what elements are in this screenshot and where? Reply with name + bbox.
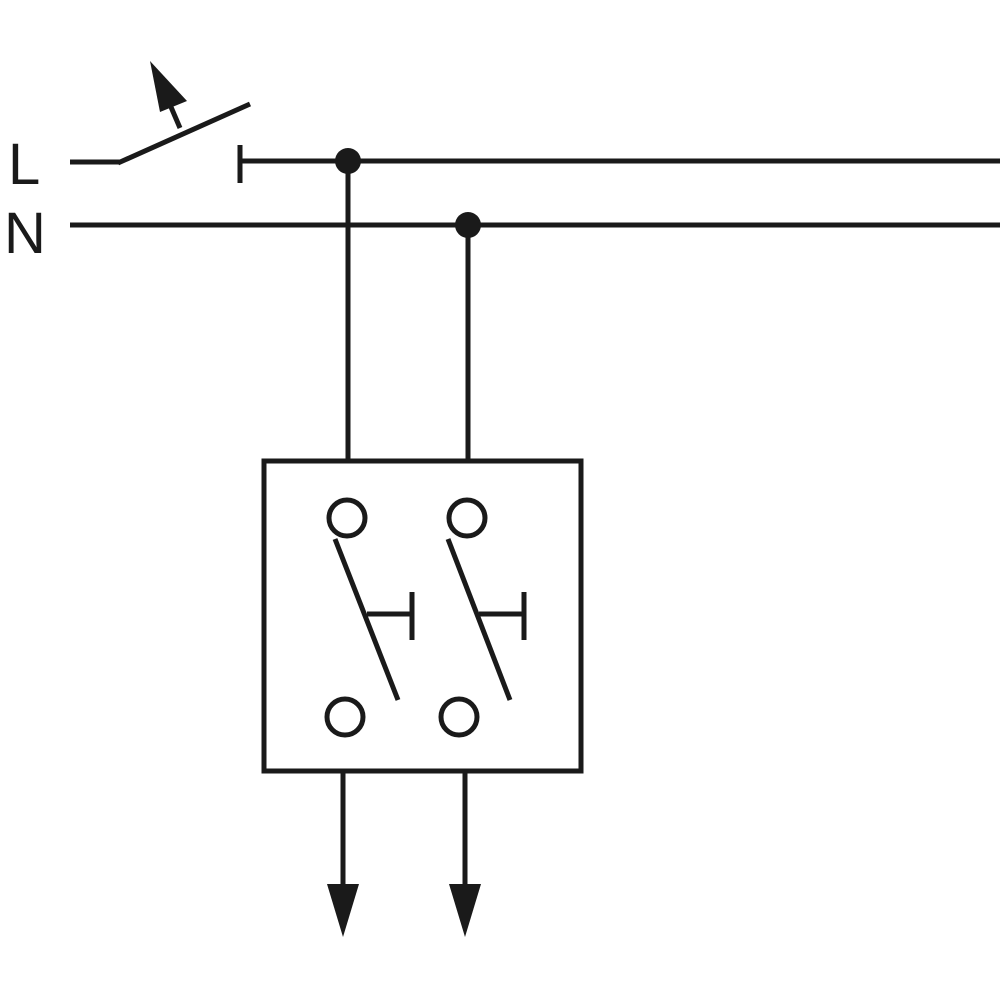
switch-pole-left bbox=[324, 497, 415, 738]
main-switch-blade bbox=[116, 101, 252, 166]
terminal-bottom-left bbox=[324, 696, 366, 738]
main-switch bbox=[70, 61, 252, 183]
terminal-bottom-right bbox=[438, 696, 480, 738]
terminal-top-left bbox=[326, 497, 368, 539]
output-left-arrow-icon bbox=[327, 884, 359, 937]
neutral-line-label: N bbox=[4, 201, 46, 266]
double-switch-box bbox=[261, 458, 584, 774]
switch-housing bbox=[261, 458, 584, 774]
switch-pole-right bbox=[438, 497, 527, 738]
output-right-arrow-icon bbox=[449, 884, 481, 937]
terminal-top-right bbox=[446, 497, 488, 539]
blade-right bbox=[445, 538, 513, 701]
live-line-label: L bbox=[8, 132, 40, 197]
main-switch-actuator-arrow-icon bbox=[150, 61, 187, 112]
blade-left bbox=[332, 538, 401, 701]
